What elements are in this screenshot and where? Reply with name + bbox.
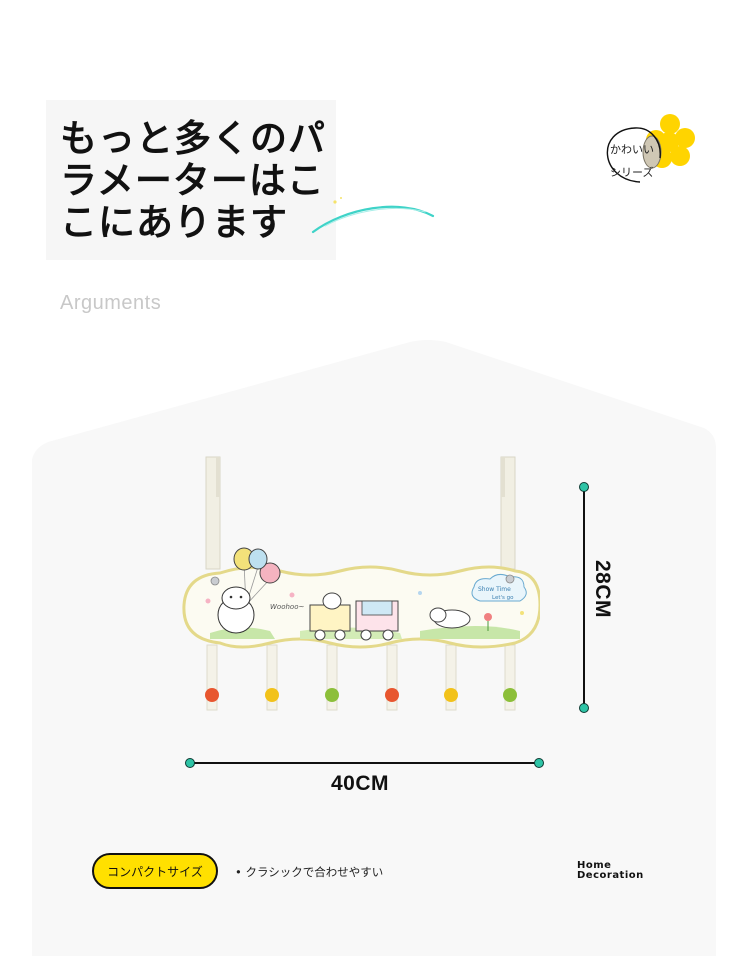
- series-badge: [606, 114, 695, 183]
- brand-logo: Home Decoration: [577, 861, 644, 881]
- badge-line-1: かわいい: [610, 143, 654, 156]
- title-line-1: もっと多くのパ: [60, 117, 326, 160]
- width-dimension-line: [190, 762, 539, 764]
- height-label: 28CM: [591, 560, 614, 619]
- logo-line-2: Decoration: [577, 870, 644, 881]
- illustration-text-showtime: Show Time: [478, 586, 511, 593]
- hook-ball-4: [385, 688, 399, 702]
- title-line-2: ラメーターはこ: [60, 159, 325, 202]
- door-hook-rack-image: Woohoo~ Show Time Let's go: [182, 456, 540, 711]
- hook-ball-3: [325, 688, 339, 702]
- title-background: [46, 100, 336, 260]
- badge-line-2: シリーズ: [610, 166, 654, 179]
- title-line-3: こにあります: [60, 201, 288, 244]
- compact-size-badge: コンパクトサイズ: [92, 853, 218, 889]
- width-dimension-right-dot: [534, 758, 544, 768]
- page-title: もっと多くのパ ラメーターはこ こにあります: [60, 118, 360, 244]
- logo-line-1: Home: [577, 860, 612, 871]
- page-subtitle: Arguments: [60, 292, 162, 314]
- hook-ball-2: [265, 688, 279, 702]
- height-dimension-bottom-dot: [579, 703, 589, 713]
- hook-ball-1: [205, 688, 219, 702]
- illustration-text-letsgo: Let's go: [492, 595, 514, 601]
- hook-ball-5: [444, 688, 458, 702]
- width-dimension-left-dot: [185, 758, 195, 768]
- swoosh-decoration: [311, 197, 435, 234]
- hook-ball-6: [503, 688, 517, 702]
- width-label: 40CM: [331, 772, 390, 795]
- illustration-text-woohoo: Woohoo~: [270, 603, 304, 611]
- height-dimension-top-dot: [579, 482, 589, 492]
- product-panel: [32, 340, 716, 956]
- feature-bullet: • クラシックで合わせやすい: [235, 865, 384, 879]
- height-dimension-line: [583, 486, 585, 708]
